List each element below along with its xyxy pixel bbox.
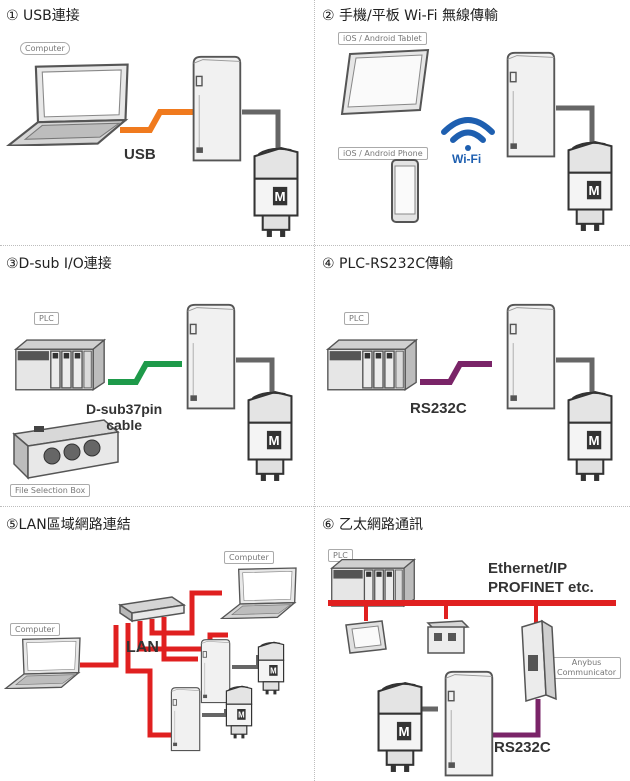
marking-head-icon	[567, 141, 613, 232]
usb-connection-art	[7, 55, 299, 238]
usb-cable	[120, 109, 194, 133]
dsub-label: D-sub37pin cable	[86, 401, 162, 433]
marking-head-icon	[253, 147, 299, 238]
usb-label: USB	[124, 146, 156, 163]
wifi-connection-art	[340, 48, 613, 232]
controller-unit-icon	[444, 670, 494, 777]
row-divider-1	[0, 245, 630, 246]
controller-unit-icon	[192, 55, 242, 162]
tablet-tag: iOS / Android Tablet	[338, 32, 427, 45]
anybus-communicator-icon	[521, 619, 557, 702]
panel-lan: ⑤LAN區域網路連結 Computer Computer	[0, 509, 314, 781]
io-module-icon	[426, 620, 470, 654]
computer-tag-left: Computer	[10, 623, 60, 636]
computer-tag-right: Computer	[224, 551, 274, 564]
controller-unit-icon-2	[170, 687, 201, 752]
panel-wifi: ② 手機/平板 Wi-Fi 無線傳輸 iOS / Android Tablet …	[316, 0, 630, 258]
file-selection-box-tag: File Selection Box	[10, 484, 91, 497]
touch-panel-icon	[345, 620, 387, 654]
panel-title: ⑥ 乙太網路通訊	[322, 517, 424, 533]
ethernet-drops	[364, 603, 538, 623]
dsub-label-line2: cable	[106, 417, 143, 433]
head-cable	[242, 109, 281, 156]
computer-tag: Computer	[20, 42, 70, 55]
network-hub-icon	[117, 596, 187, 623]
wifi-icon	[441, 117, 495, 151]
lan-label: LAN	[126, 639, 159, 656]
rs232c-label: RS232C	[494, 739, 551, 756]
marking-head-icon	[247, 391, 293, 482]
laptop-icon-right	[220, 567, 297, 619]
panel-usb: ① USB連接 Computer USB	[0, 0, 314, 258]
controller-unit-icon	[186, 303, 236, 410]
panel-ethernet: ⑥ 乙太網路通訊 PLC Anybus Communicator	[316, 509, 630, 781]
row-divider-2	[0, 506, 630, 507]
plc-tag: PLC	[344, 312, 369, 325]
panel-title: ③D-sub I/O連接	[6, 256, 112, 272]
controller-unit-icon-1	[200, 639, 231, 704]
phone-icon	[391, 159, 419, 223]
plc-icon	[15, 339, 105, 391]
head-cable	[556, 357, 595, 400]
laptop-icon	[7, 63, 129, 146]
rs232c-cable	[492, 699, 541, 738]
panel-rs232c: ④ PLC-RS232C傳輸 PLC RS232C	[316, 248, 630, 506]
controller-unit-icon	[506, 51, 556, 158]
ethernet-label-line2: PROFINET etc.	[488, 579, 594, 596]
panel-title: ⑤LAN區域網路連結	[6, 517, 131, 533]
dsub-cable	[108, 361, 182, 385]
head-cable	[236, 357, 275, 400]
ethernet-label-line1: Ethernet/IP	[488, 560, 568, 577]
anybus-tag: Anybus Communicator	[552, 657, 622, 679]
anybus-tag-line2: Communicator	[557, 668, 617, 677]
plc-icon	[327, 339, 417, 391]
marking-head-icon	[567, 391, 613, 482]
phone-tag: iOS / Android Phone	[338, 147, 428, 160]
marking-head-icon-2	[225, 685, 253, 739]
marking-head-icon-1	[257, 641, 285, 695]
panel-dsub: ③D-sub I/O連接 PLC File Selection Box D-su…	[0, 248, 314, 506]
rs232c-cable	[420, 361, 492, 385]
file-selection-box-icon	[12, 419, 120, 480]
tablet-icon	[340, 48, 430, 116]
anybus-tag-line1: Anybus	[571, 658, 602, 667]
dsub-label-line1: D-sub37pin	[86, 401, 163, 417]
plc-tag: PLC	[34, 312, 59, 325]
plc-icon	[331, 558, 415, 607]
panel-title: ① USB連接	[6, 8, 80, 24]
vertical-divider	[314, 0, 315, 781]
controller-unit-icon	[506, 303, 556, 410]
laptop-icon-left	[4, 637, 81, 689]
lan-connection-art	[4, 567, 297, 752]
wifi-label: Wi-Fi	[452, 152, 482, 166]
ethernet-label: Ethernet/IP PROFINET etc.	[488, 559, 594, 597]
rs232c-connection-art	[327, 303, 613, 482]
head-cable	[556, 105, 595, 150]
rs232c-label: RS232C	[410, 400, 467, 417]
panel-title: ④ PLC-RS232C傳輸	[322, 256, 454, 272]
marking-head-icon	[377, 682, 423, 773]
ethernet-connection-art	[328, 558, 616, 777]
panel-title: ② 手機/平板 Wi-Fi 無線傳輸	[322, 8, 499, 24]
dsub-connection-art	[12, 303, 293, 482]
